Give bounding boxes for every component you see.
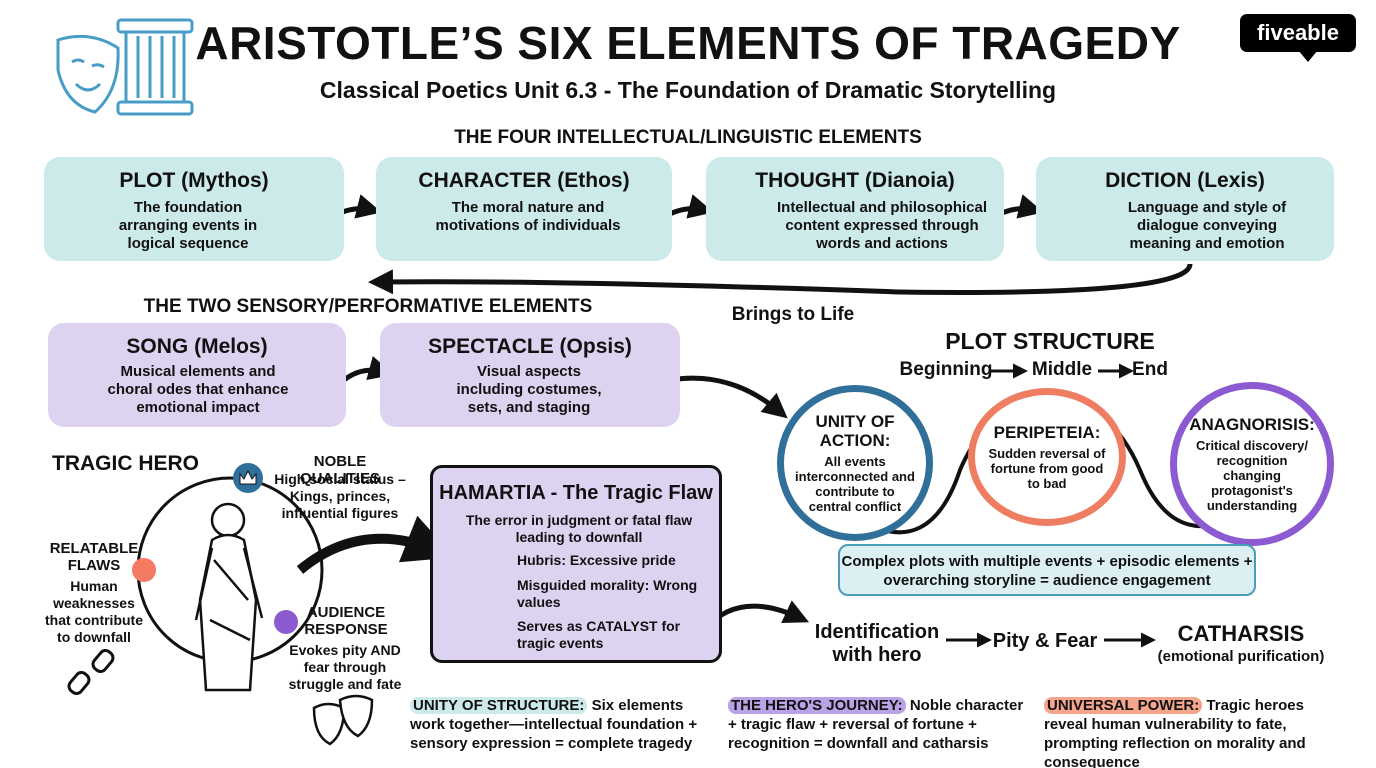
arrow-spectacle-structure <box>669 375 788 419</box>
unity-of-action-desc: All events interconnected and contribute… <box>795 454 915 514</box>
sequence-beginning: Beginning <box>899 359 993 380</box>
relatable-flaws-desc: Human weaknesses that contribute to down… <box>45 578 143 645</box>
card-spectacle-desc: Visual aspects including costumes, sets,… <box>456 363 602 416</box>
peripeteia-title: PERIPETEIA: <box>993 423 1101 442</box>
sensory-heading: THE TWO SENSORY/PERFORMATIVE ELEMENTS <box>143 296 593 317</box>
hamartia-title: HAMARTIA - The Tragic Flaw <box>439 482 713 504</box>
plot-structure-heading: PLOT STRUCTURE <box>945 328 1155 354</box>
comedy-tragedy-masks-icon <box>312 694 374 746</box>
noble-qualities-title: NOBLE QUALITIES <box>299 453 380 487</box>
flow-pity-fear: Pity & Fear <box>992 630 1098 652</box>
card-plot: PLOT (Mythos) The foundation arranging e… <box>44 157 344 261</box>
note-power-text: Tragic heroes reveal human vulnerability… <box>1044 697 1306 768</box>
arrow-hero-hamartia <box>296 515 455 574</box>
peripeteia-desc: Sudden reversal of fortune from good to … <box>988 446 1106 491</box>
card-plot-title: PLOT (Mythos) <box>119 169 269 192</box>
unity-of-action-title: UNITY OF ACTION: <box>815 412 895 450</box>
card-thought-title: THOUGHT (Dianoia) <box>755 169 955 192</box>
anagnorisis-desc: Critical discovery/ recognition changing… <box>1196 438 1308 513</box>
note-journey-label: THE HERO'S JOURNEY: <box>728 697 906 714</box>
note-unity-text: Six elements work together—intellectual … <box>410 697 698 752</box>
arrow-brings-to-life <box>368 263 1193 295</box>
card-thought: THOUGHT (Dianoia) Intellectual and philo… <box>706 157 1004 261</box>
page-title: ARISTOTLE’S SIX ELEMENTS OF TRAGEDY <box>195 17 1181 69</box>
card-character-desc: The moral nature and motivations of indi… <box>435 199 621 234</box>
hamartia-item-morality: Misguided morality: Wrong values <box>517 577 698 610</box>
theater-masks-logo-icon <box>56 18 194 116</box>
card-spectacle: SPECTACLE (Opsis) Visual aspects includi… <box>380 323 680 427</box>
noble-qualities-desc: High social status – Kings, princes, inf… <box>274 471 406 521</box>
card-plot-desc: The foundation arranging events in logic… <box>118 199 258 252</box>
note-journey-text: Noble character + tragic flaw + reversal… <box>728 697 1024 752</box>
arrow-song-spectacle <box>342 355 394 383</box>
card-spectacle-title: SPECTACLE (Opsis) <box>428 335 632 358</box>
brand-logo[interactable]: fiveable <box>1240 14 1356 52</box>
card-character: CHARACTER (Ethos) The moral nature and m… <box>376 157 672 261</box>
card-diction-desc: Language and style of dialogue conveying… <box>1127 199 1287 252</box>
sequence-middle: Middle <box>1031 359 1093 380</box>
broken-chain-icon <box>67 649 115 695</box>
note-universal-power: UNIVERSAL POWER: Tragic heroes reveal hu… <box>1044 696 1350 768</box>
brings-to-life-label: Brings to Life <box>731 304 855 325</box>
card-song-title: SONG (Melos) <box>126 335 268 358</box>
anagnorisis-title: ANAGNORISIS: <box>1189 415 1315 434</box>
note-unity-label: UNITY OF STRUCTURE: <box>410 697 588 714</box>
flaw-dot-icon <box>132 558 156 582</box>
circle-anagnorisis: ANAGNORISIS: Critical discovery/ recogni… <box>1170 382 1334 546</box>
note-heros-journey: THE HERO'S JOURNEY: Noble character + tr… <box>728 696 1026 753</box>
hamartia-box: HAMARTIA - The Tragic Flaw The error in … <box>430 465 722 663</box>
card-diction-title: DICTION (Lexis) <box>1105 169 1265 192</box>
card-thought-desc: Intellectual and philosophical content e… <box>776 199 988 252</box>
audience-response-desc: Evokes pity AND fear through struggle an… <box>288 642 402 692</box>
audience-response-title: AUDIENCE RESPONSE <box>304 604 388 638</box>
plot-structure-callout: Complex plots with multiple events + epi… <box>838 544 1256 596</box>
audience-dot-icon <box>274 610 298 634</box>
flow-catharsis: CATHARSIS <box>1177 621 1305 646</box>
intellectual-heading: THE FOUR INTELLECTUAL/LINGUISTIC ELEMENT… <box>454 127 922 148</box>
hamartia-desc: The error in judgment or fatal flaw lead… <box>465 512 693 545</box>
relatable-flaws-title: RELATABLE FLAWS <box>49 540 139 574</box>
card-diction: DICTION (Lexis) Language and style of di… <box>1036 157 1334 261</box>
card-song-desc: Musical elements and choral odes that en… <box>107 363 289 416</box>
brand-logo-tail <box>1298 50 1318 62</box>
card-song: SONG (Melos) Musical elements and choral… <box>48 323 346 427</box>
hamartia-item-catalyst: Serves as CATALYST for tragic events <box>517 618 681 651</box>
hamartia-item-hubris: Hubris: Excessive pride <box>517 552 676 568</box>
card-character-title: CHARACTER (Ethos) <box>418 169 630 192</box>
page-subtitle: Classical Poetics Unit 6.3 - The Foundat… <box>319 77 1057 103</box>
tragic-hero-figure-icon <box>194 502 264 692</box>
note-unity-of-structure: UNITY OF STRUCTURE: Six elements work to… <box>410 696 710 753</box>
tragic-hero-heading: TRAGIC HERO <box>52 452 199 475</box>
flow-catharsis-sub: (emotional purification) <box>1157 648 1325 665</box>
note-power-label: UNIVERSAL POWER: <box>1044 697 1203 714</box>
circle-peripeteia: PERIPETEIA: Sudden reversal of fortune f… <box>968 388 1126 526</box>
flow-identification: Identification with hero <box>814 621 940 666</box>
circle-unity-of-action: UNITY OF ACTION: All events interconnect… <box>777 385 933 541</box>
sequence-end: End <box>1132 359 1168 380</box>
